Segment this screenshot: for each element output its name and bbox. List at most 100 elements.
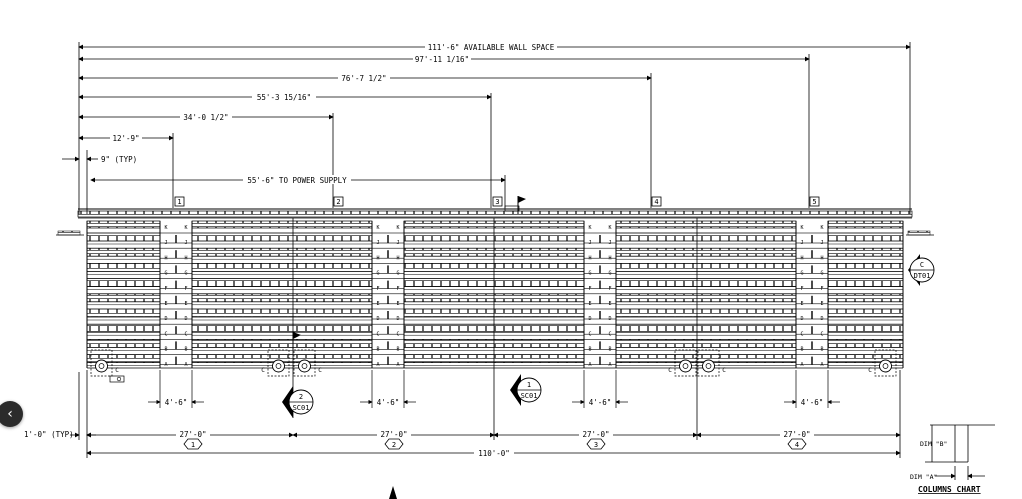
column-post-core [98,363,105,369]
row-letter: G [820,271,823,277]
gap-label-4: 4'-6" [801,398,824,407]
gap-label-1: 4'-6" [165,398,188,407]
row-letter: A [588,362,591,368]
row-letter: E [184,301,187,307]
shelf-row [86,308,161,318]
row-letter: B [376,347,379,353]
shelf-row [615,278,797,288]
row-letter: F [820,286,823,292]
row-letter: K [184,225,187,231]
row-letter: C [608,331,611,337]
column-post-outline [697,349,720,377]
row-letter: A [608,362,611,368]
rack-top-beam [86,220,161,229]
column-post-icon [679,359,692,373]
shelf-row [191,232,373,242]
column-post-core [301,363,308,369]
column-post-core [882,363,889,369]
row-letter: K [164,225,167,231]
previous-page-button[interactable]: ‹ [0,401,23,427]
shelf-row [615,338,797,348]
bay-dim-3: 27'-0" [582,430,609,439]
bay-dim-2: 27'-0" [380,430,407,439]
columns-chart-labels: DIM "B" DIM "A" COLUMNS CHART [910,440,981,494]
row-letter: E [376,301,379,307]
row-letter: B [608,347,611,353]
row-letter: D [800,316,803,322]
row-letter: D [608,316,611,322]
column-post-outline [267,349,290,377]
row-letter: G [396,271,399,277]
shelf-row [827,323,904,333]
row-letter: H [800,255,803,261]
row-letter: F [588,286,591,292]
shelf-row [827,247,904,257]
dim-a-label: DIM "A" [910,473,937,481]
post-bracket [109,375,125,383]
section-marker-2-sheet: SC01 [293,404,310,412]
shelf-row [615,293,797,303]
total-length-label: 110'-0" [478,449,510,458]
row-letter: G [164,271,167,277]
shelf-row [191,338,373,348]
section-marker-2-num: 2 [299,393,303,401]
row-letter: K [376,225,379,231]
bottom-arrow-icon [389,486,397,499]
row-letter: D [164,316,167,322]
column-tags: 1 2 3 4 5 [174,196,820,207]
row-letter: H [164,255,167,261]
column-post-letter: C [261,367,265,374]
bay-bubble-labels: 1 2 3 4 [191,441,799,449]
row-letter: K [396,225,399,231]
bay-bubble-3: 3 [594,441,598,449]
top-dimension-labels: 111'-6" AVAILABLE WALL SPACE 97'-11 1/16… [101,42,557,185]
row-letter: A [164,362,167,368]
column-post-outline [90,349,113,377]
row-letter: E [820,301,823,307]
row-letter: J [588,240,591,246]
row-letter: B [820,347,823,353]
shelf-row [827,262,904,272]
row-letter: F [184,286,187,292]
gap-label-3: 4'-6" [589,398,612,407]
column-post-letter: C [722,367,726,374]
row-letter: H [376,255,379,261]
gap-label-2: 4'-6" [377,398,400,407]
top-dimensions [62,42,911,214]
shelf-row [86,323,161,333]
column-post-outline [874,349,897,377]
rack-top-beam [827,220,904,229]
shelf-row [827,354,904,364]
rack-uprights [86,221,904,369]
column-post-core [275,363,282,369]
dim-55-label: 55'-3 15/16" [257,93,311,102]
row-letter: D [376,316,379,322]
column-post-letter: C [115,367,119,374]
column-post-icon [702,359,715,373]
bay-bubble-1: 1 [191,441,195,449]
section-marker-2: 2 SC01 [282,386,314,418]
row-letter: A [800,362,803,368]
shelf-row [191,308,373,318]
column-post-outline [293,349,316,377]
detail-marker-c: C DT01 [908,254,935,286]
row-letter: J [800,240,803,246]
shelf-row [827,293,904,303]
row-letter: G [184,271,187,277]
column-post-icon [298,359,311,373]
row-letter: B [588,347,591,353]
dim-b-label: DIM "B" [920,440,947,448]
row-letter: D [588,316,591,322]
bottom-dimension-labels: 1'-0" (TYP) 27'-0" 27'-0" 27'-0" 27'-0" … [24,430,814,458]
shelf-row [615,247,797,257]
row-letter: K [588,225,591,231]
dim-12-label: 12'-9" [112,134,139,143]
column-post-icon [95,359,108,373]
shelf-row [86,262,161,272]
row-letter: E [588,301,591,307]
column-post-outline [674,349,697,377]
row-letter: G [376,271,379,277]
